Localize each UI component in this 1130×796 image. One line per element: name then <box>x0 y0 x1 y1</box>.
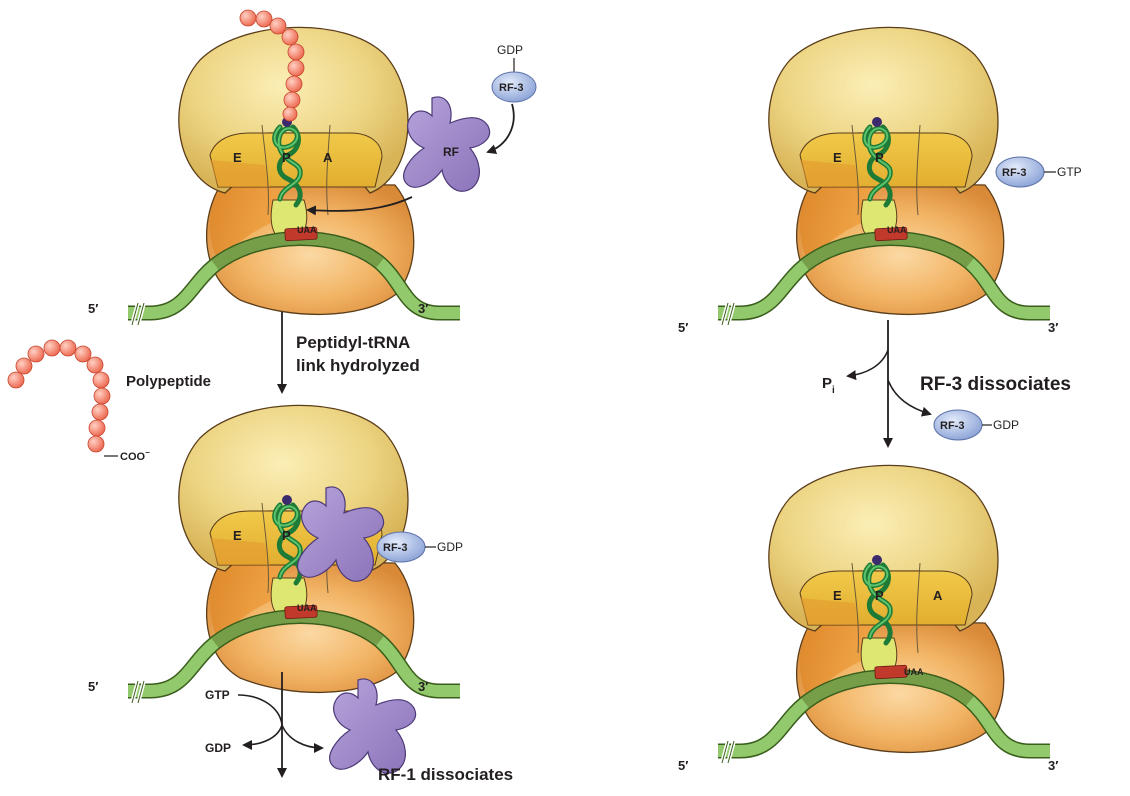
three-prime-label-4: 3′ <box>1048 758 1058 773</box>
step-2-text: RF-1 dissociates <box>378 765 513 784</box>
rf-label: RF <box>443 145 459 159</box>
polypeptide-chain-free <box>7 339 118 457</box>
stop-codon-label-4: UAA <box>904 667 924 677</box>
five-prime-label-3: 5′ <box>678 320 688 335</box>
five-prime-label-2: 5′ <box>88 679 98 694</box>
gdp-label: GDP <box>497 43 523 57</box>
gdp-label-3: GDP <box>205 741 231 755</box>
site-a-label: A <box>323 150 333 165</box>
gtp-in-arrow <box>237 694 283 726</box>
rf3-label-4: RF-3 <box>940 420 964 432</box>
stop-codon-label: UAA <box>297 225 317 235</box>
three-prime-label-3: 3′ <box>1048 320 1058 335</box>
three-prime-label-2: 3′ <box>418 679 428 694</box>
stop-codon-label-2: UAA <box>297 603 317 613</box>
five-prime-label: 5′ <box>88 301 98 316</box>
panel-4-ribosome <box>718 465 1050 763</box>
rf-entry-arrow <box>306 196 413 216</box>
site-p-label-4: P <box>875 588 884 603</box>
site-p-label: P <box>282 150 291 165</box>
pi-out-arrow <box>846 349 889 381</box>
step-1-line-1: Peptidyl-tRNA <box>296 333 410 352</box>
panel-1-ribosome <box>128 9 460 325</box>
gtp-label: GTP <box>205 688 230 702</box>
step-3-text: RF-3 dissociates <box>920 374 1071 395</box>
five-prime-label-4: 5′ <box>678 758 688 773</box>
site-e-label-3: E <box>833 150 842 165</box>
rf3-oval <box>491 71 537 103</box>
rf-out-arrow <box>281 724 324 753</box>
rf3-label: RF-3 <box>499 82 523 94</box>
gdp-out-arrow <box>242 724 283 750</box>
site-p-label-3: P <box>875 150 884 165</box>
site-a-label-4: A <box>933 588 943 603</box>
rf3-label-3: RF-3 <box>1002 167 1026 179</box>
gtp-label-2: GTP <box>1057 165 1082 179</box>
site-e-label: E <box>233 150 242 165</box>
pi-label: Pi <box>822 375 835 396</box>
rf3-label-2: RF-3 <box>383 542 407 554</box>
site-e-label-4: E <box>833 588 842 603</box>
rf3-out-arrow <box>887 379 932 417</box>
three-prime-label: 3′ <box>418 301 428 316</box>
site-p-label-2: P <box>282 528 291 543</box>
polypeptide-chain-attached <box>239 9 305 122</box>
gdp-label-4: GDP <box>993 418 1019 432</box>
carboxyl-label: COO− <box>120 448 150 463</box>
step-1-line-2: link hydrolyzed <box>296 356 420 375</box>
stop-codon-label-3: UAA <box>887 225 907 235</box>
rf3-arrow <box>486 103 515 155</box>
site-e-label-2: E <box>233 528 242 543</box>
gdp-label-2: GDP <box>437 540 463 554</box>
dissociated-release-factor <box>329 678 417 774</box>
polypeptide-label: Polypeptide <box>126 373 211 390</box>
